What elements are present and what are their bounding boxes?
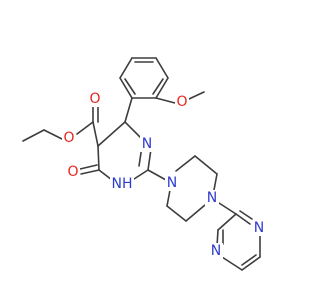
bond — [124, 97, 133, 123]
bond — [175, 155, 196, 172]
ring-imine-nitrogen-label: N — [140, 136, 154, 152]
piperazine-nitrogen-1-label: N — [165, 175, 179, 191]
bond — [152, 78, 164, 95]
atom-text: O — [89, 91, 100, 107]
bond — [97, 121, 126, 147]
bond — [188, 91, 205, 100]
bond — [97, 145, 100, 171]
bond — [124, 121, 143, 140]
bond — [79, 164, 98, 170]
methoxy-oxygen-label: O — [175, 94, 189, 110]
bond — [218, 202, 237, 215]
bonds — [22, 57, 261, 271]
bond — [155, 57, 169, 79]
atom-text: NH — [112, 176, 133, 192]
atom-text: O — [67, 164, 78, 180]
ester-carbonyl-oxygen-label: O — [88, 91, 102, 107]
structure-diagram: O O O N O NH N N — [22, 57, 266, 271]
bond — [213, 173, 218, 191]
atom-text: N — [211, 243, 221, 259]
bond — [166, 189, 171, 207]
bond — [241, 254, 257, 266]
bond — [119, 57, 133, 79]
molecule-svg: O O O N O NH N N — [22, 57, 266, 271]
atom-text: N — [142, 136, 152, 152]
ring-nh-label: NH — [110, 176, 134, 192]
bond — [217, 213, 237, 231]
bond — [22, 129, 45, 142]
bond — [185, 204, 206, 222]
bond — [194, 155, 218, 175]
bond — [98, 169, 113, 181]
bond — [119, 77, 133, 99]
bond — [155, 77, 169, 99]
bond — [43, 129, 63, 140]
atom-text: N — [254, 220, 264, 236]
bond — [147, 169, 167, 181]
bond — [239, 210, 253, 220]
atom-text: N — [207, 190, 217, 206]
atom-text: O — [176, 94, 187, 110]
bond — [241, 256, 261, 271]
bond — [80, 169, 100, 175]
bond — [92, 121, 99, 147]
atom-text: N — [167, 175, 177, 191]
pyrimidine-nitrogen-2-label: N — [209, 243, 223, 259]
bond — [133, 169, 149, 180]
bond — [147, 148, 152, 171]
bond — [124, 78, 136, 95]
bond — [166, 205, 187, 222]
bond — [155, 97, 176, 104]
atom-labels: O O O N O NH N N — [62, 91, 266, 259]
bond — [221, 256, 243, 271]
amide-oxygen-label: O — [66, 164, 80, 180]
pyrimidine-nitrogen-1-label: N — [252, 220, 266, 236]
atom-text: O — [63, 130, 74, 146]
ester-oxygen-label: O — [62, 130, 76, 146]
piperazine-nitrogen-2-label: N — [205, 190, 219, 206]
bond — [76, 121, 94, 135]
bond — [235, 213, 251, 225]
